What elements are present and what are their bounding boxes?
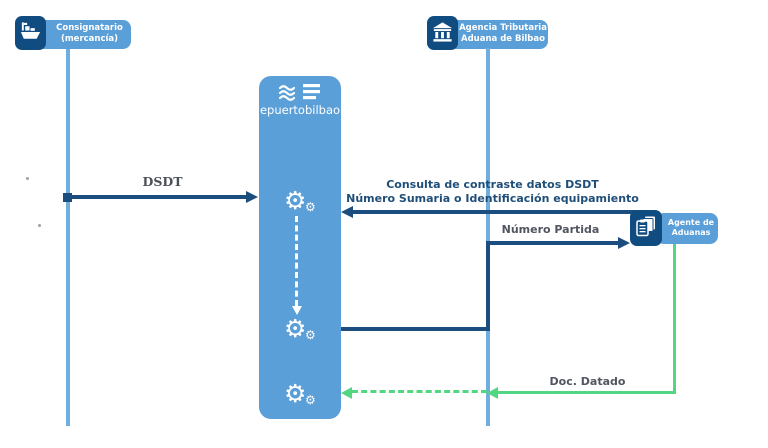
gear-icon: ⚙ <box>284 186 307 215</box>
actor-consignatario: Consignatario (mercancía) <box>36 20 131 49</box>
gear-small-icon: ⚙ <box>305 393 316 407</box>
message-doc-datado-line <box>498 391 676 394</box>
message-numero-partida-label: Número Partida <box>501 223 600 236</box>
message-consulta-label: Consulta de contraste datos DSDT Número … <box>345 178 640 205</box>
actor-consignatario-label-line1: Consignatario <box>56 23 123 33</box>
actor-agencia-tributaria: Agencia Tributaria Aduana de Bilbao <box>449 20 548 49</box>
stray-dot <box>26 177 29 180</box>
numero-partida-elbow-vertical <box>486 241 490 331</box>
bank-icon <box>431 20 454 47</box>
system-epuertobilbao <box>259 76 341 419</box>
message-consulta-label-line1: Consulta de contraste datos DSDT <box>386 178 599 191</box>
arrowhead-right-icon <box>246 191 258 203</box>
arrowhead-left-green-icon <box>341 387 352 399</box>
agencia-icon-box <box>427 16 458 50</box>
arrowhead-left-icon <box>341 206 353 218</box>
message-dsdt-line <box>68 195 248 199</box>
numero-partida-elbow-horizontal <box>341 327 488 331</box>
documents-icon <box>634 214 658 242</box>
ship-icon <box>19 20 42 47</box>
message-doc-datado-dashed-line <box>352 390 487 393</box>
actor-agencia-label-line2: Aduana de Bilbao <box>461 34 545 44</box>
actor-agente-label-line1: Agente de <box>667 218 715 227</box>
arrowhead-down-icon <box>292 306 302 315</box>
actor-agente-label-line2: Aduanas <box>671 228 711 237</box>
consignatario-icon-box <box>15 16 46 50</box>
lifeline-agencia-tributaria <box>486 48 490 426</box>
internal-flow-dashed-line <box>295 216 298 306</box>
message-consulta-line <box>352 210 640 214</box>
actor-consignatario-label-line2: (mercancía) <box>60 34 119 44</box>
doc-datado-elbow-vertical <box>673 244 676 393</box>
dsdt-origin-marker <box>63 193 72 202</box>
gear-small-icon: ⚙ <box>305 200 316 214</box>
message-doc-datado-label: Doc. Datado <box>549 375 626 388</box>
message-dsdt-label: DSDT <box>142 174 183 189</box>
actor-agente-aduanas: Agente de Aduanas <box>656 213 718 244</box>
gear-icon: ⚙ <box>284 379 307 408</box>
lifeline-consignatario <box>66 49 70 426</box>
system-epuertobilbao-label: epuertobilbao <box>259 103 341 117</box>
gear-small-icon: ⚙ <box>305 328 316 342</box>
message-numero-partida-line <box>488 241 619 245</box>
actor-agencia-label-line1: Agencia Tributaria <box>459 23 547 33</box>
arrowhead-left-green-icon <box>487 387 498 399</box>
gear-icon: ⚙ <box>284 314 307 343</box>
waves-logo-icon <box>277 81 323 107</box>
stray-dot <box>38 224 41 227</box>
arrowhead-right-icon <box>618 237 630 249</box>
agente-icon-box <box>630 210 662 246</box>
message-consulta-label-line2: Número Sumaria o Identificación equipami… <box>346 191 639 205</box>
